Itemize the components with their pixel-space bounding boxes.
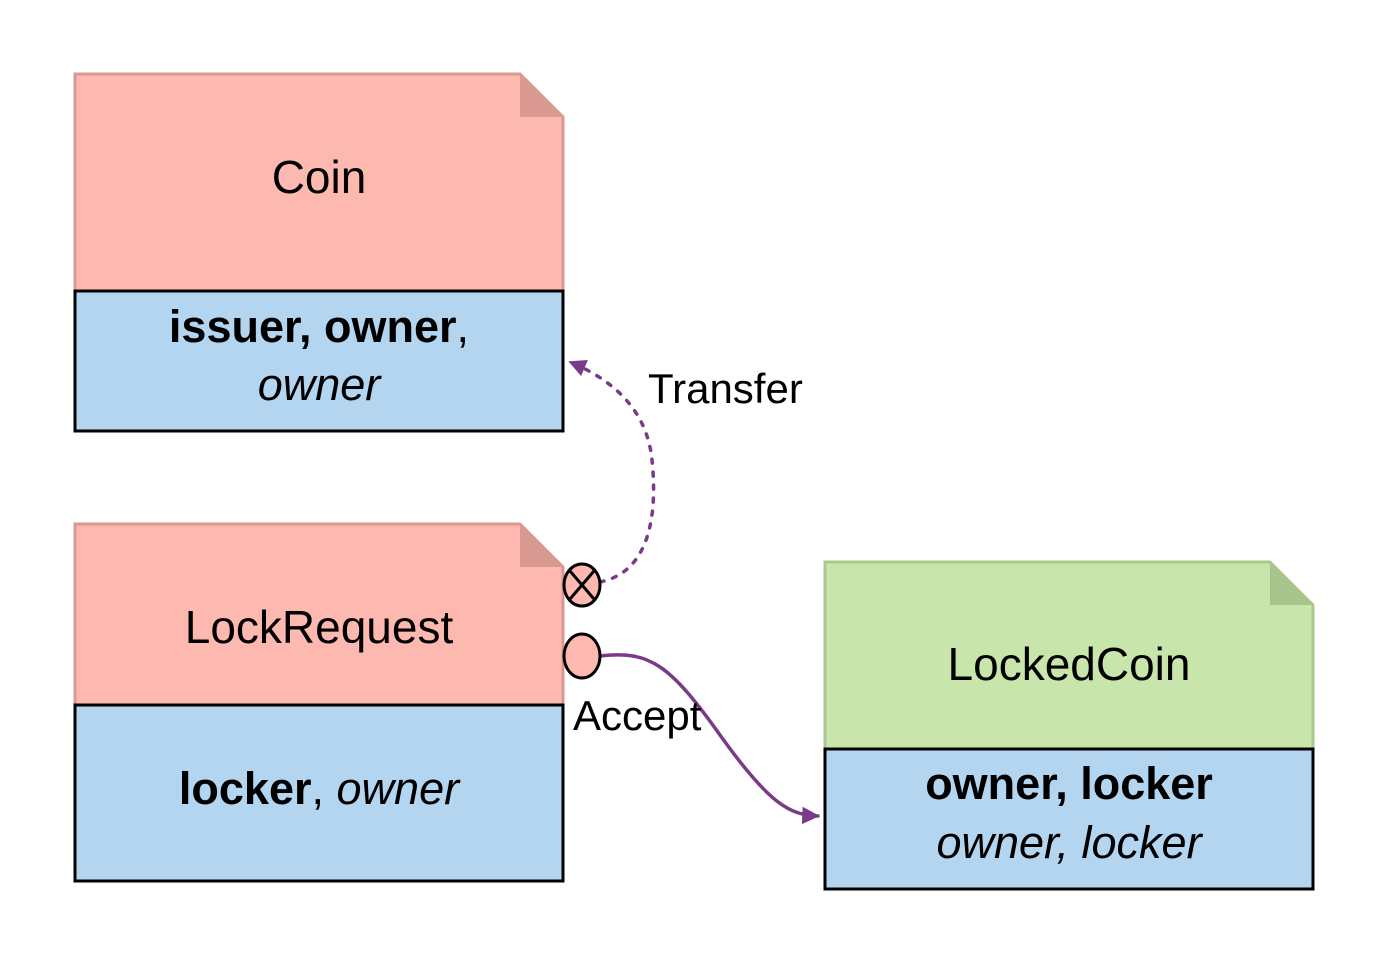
template-coin[interactable]: Coin issuer, owner, owner xyxy=(73,72,565,433)
transfer-label: Transfer xyxy=(648,365,803,412)
template-lock-request-fields-line: locker, owner xyxy=(179,763,461,814)
choice-accept[interactable]: Accept xyxy=(562,632,820,825)
accept-label: Accept xyxy=(573,692,702,739)
template-coin-signatories: issuer, owner xyxy=(169,301,457,352)
template-coin-signatories-sep: , xyxy=(457,301,470,352)
transfer-arrow xyxy=(568,360,656,584)
choice-transfer[interactable]: Transfer xyxy=(562,360,803,608)
template-lock-request[interactable]: LockRequest locker, owner xyxy=(73,522,565,883)
template-lock-request-header xyxy=(73,522,565,707)
template-coin-signatories-line: issuer, owner, xyxy=(169,301,469,352)
template-lock-request-fields xyxy=(73,703,565,883)
template-coin-title: Coin xyxy=(272,151,367,203)
template-locked-coin-fields xyxy=(823,747,1315,891)
template-locked-coin-title: LockedCoin xyxy=(948,638,1191,690)
template-coin-header xyxy=(73,72,565,293)
template-coin-observers: owner xyxy=(258,359,383,410)
template-locked-coin[interactable]: LockedCoin owner, locker owner, locker xyxy=(823,560,1315,891)
template-lock-request-title: LockRequest xyxy=(185,601,454,653)
template-coin-fields xyxy=(73,289,565,433)
template-locked-coin-signatories: owner, locker xyxy=(925,758,1213,809)
template-locked-coin-observers: owner, locker xyxy=(936,817,1203,868)
accept-arrow xyxy=(598,653,820,825)
template-lock-request-signatories-sep: , xyxy=(312,763,337,814)
template-lock-request-signatories: locker xyxy=(179,763,312,814)
template-locked-coin-header xyxy=(823,560,1315,751)
choice-circle-icon[interactable] xyxy=(562,632,602,680)
template-locked-coin-fold-icon xyxy=(1270,562,1313,605)
template-lock-request-fold-icon xyxy=(520,524,563,567)
template-lock-request-observers: owner xyxy=(337,763,462,814)
consuming-choice-x-icon[interactable] xyxy=(562,562,602,608)
template-coin-fold-icon xyxy=(520,74,563,117)
